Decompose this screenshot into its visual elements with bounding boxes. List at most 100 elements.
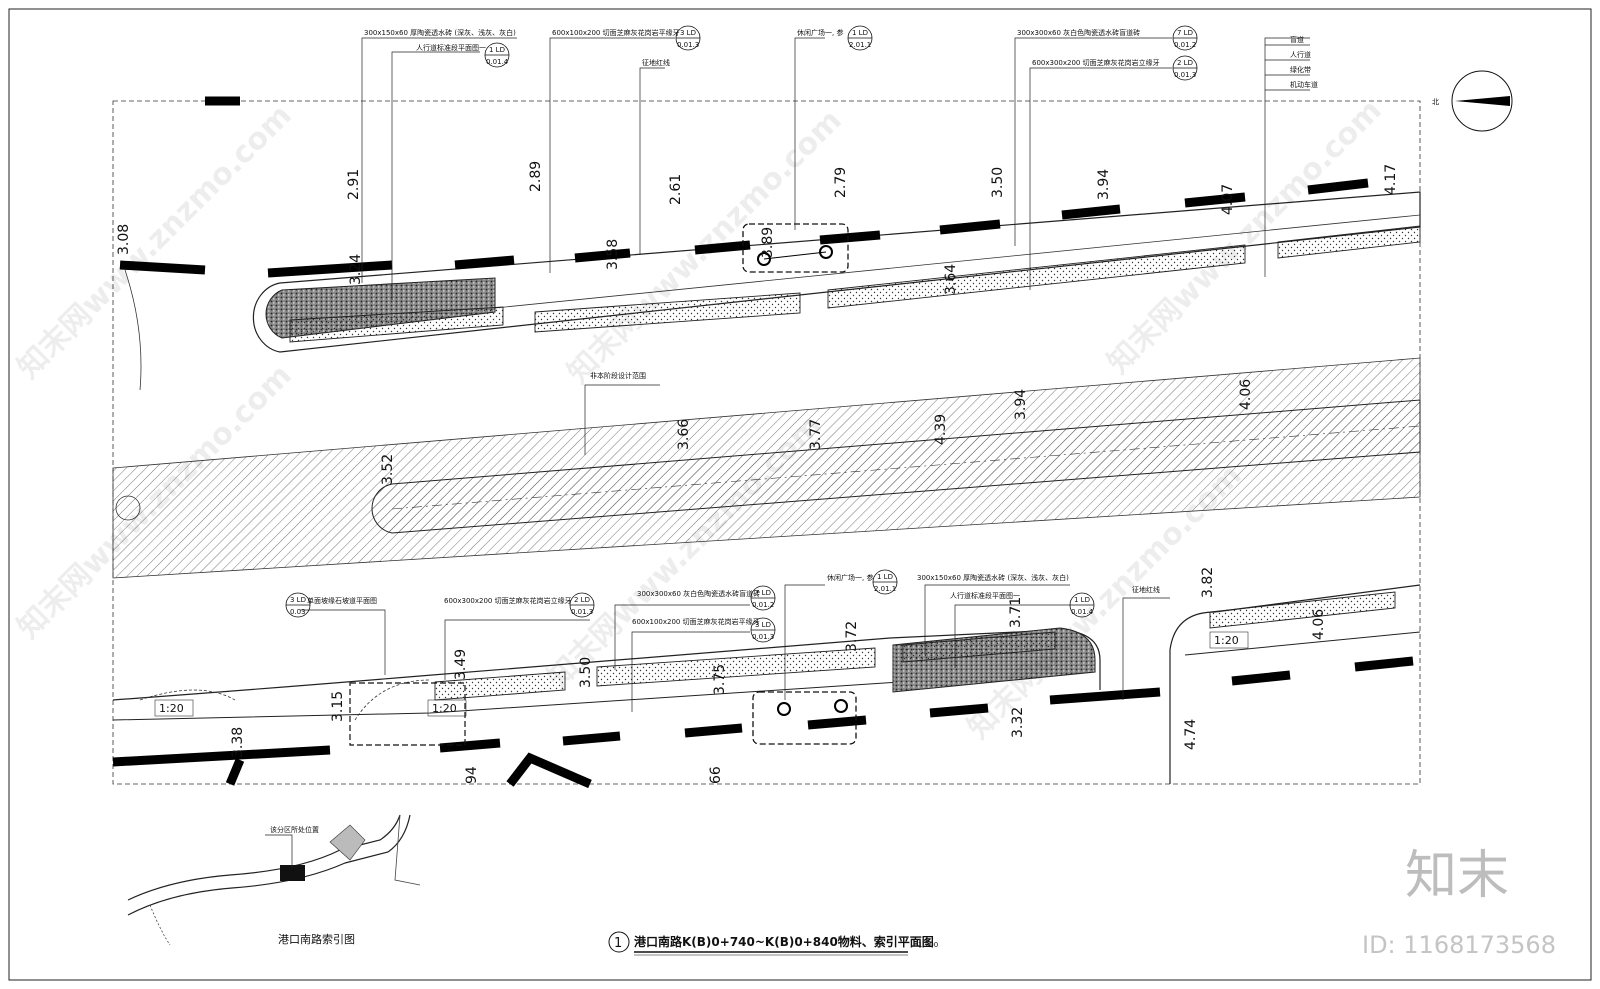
elevation-label: 3.50 (578, 657, 594, 688)
bottom-planting-4 (1209, 591, 1396, 629)
svg-text:0.01.3: 0.01.3 (571, 608, 593, 616)
key-plan-title: 港口南路索引图 (278, 932, 355, 946)
bottom-planting-2 (596, 647, 876, 687)
elevation-label: 4.39 (933, 414, 949, 445)
svg-text:0.01.3: 0.01.3 (1174, 71, 1196, 79)
legend-carriageway: 机动车道 (1290, 80, 1318, 89)
elevation-label: 3.94 (1013, 389, 1029, 420)
drawing-scale: 1:200 (918, 941, 938, 949)
bottom-ref-bubbles[interactable] (285, 569, 1095, 643)
top-planting-3 (827, 244, 1246, 309)
elevation-label: 3.72 (844, 621, 860, 652)
elevation-label: 3.71 (1008, 597, 1024, 628)
elevation-label: 2.61 (668, 174, 684, 205)
callout-red-line-bottom: 征地红线 (1132, 585, 1160, 594)
elevation-label: 3.58 (605, 239, 621, 270)
top-ref-bubbles[interactable] (484, 25, 1198, 81)
elevations-mid: 3.52 3.66 3.77 4.39 3.94 4.06 (380, 379, 1254, 485)
north-label: 北 (1432, 98, 1439, 106)
key-plan-location-label: 该分区所处位置 (270, 825, 319, 834)
tree-pit-icon (819, 245, 833, 259)
callout-plaza-top: 休闲广场一, 参 (797, 28, 843, 37)
drawing-title-block: 1 港口南路K(B)0+740~K(B)0+840物料、索引平面图 1:200 (608, 931, 938, 956)
title-number: 1 (614, 936, 622, 951)
callout-vertical-curb-top: 600x300x200 切面芝麻灰花岗岩立缘牙 (1032, 58, 1160, 67)
svg-text:0.01.4: 0.01.4 (1071, 608, 1094, 616)
key-plan-highlight (280, 865, 305, 881)
out-of-scope-label: 非本阶段设计范围 (590, 371, 646, 380)
elevation-label: 4.06 (1311, 609, 1327, 640)
elevation-label: 3.32 (1010, 707, 1026, 738)
bottom-leader-lines (300, 584, 1170, 712)
top-planting-4 (1277, 225, 1421, 259)
median-island (371, 399, 1421, 534)
legend-greenbelt: 绿化带 (1290, 65, 1311, 74)
brand-mark: 知末 (1405, 846, 1509, 906)
elevation-label: 94 (464, 766, 480, 784)
svg-text:0.01.2: 0.01.2 (752, 601, 774, 609)
elevation-label: 4.17 (1383, 164, 1399, 195)
svg-text:1 LD: 1 LD (489, 46, 505, 54)
layer-legend: 盲道 人行道 绿化带 机动车道 (1290, 35, 1318, 89)
plan-viewport (112, 96, 1421, 789)
elevations-bottom: 3.49 3.50 3.75 3.72 3.71 3.82 4.06 3.15 … (230, 567, 1327, 784)
elevation-label: 4.06 (1238, 379, 1254, 410)
bottom-building-edge (506, 752, 592, 789)
elevation-label: 3.82 (1200, 567, 1216, 598)
tree-pit-icon (757, 252, 771, 266)
elevations-top: 2.91 2.89 2.61 2.79 3.50 3.94 4.07 4.17 … (116, 161, 1399, 295)
svg-text:1 LD: 1 LD (877, 573, 893, 581)
elevation-label: 3.08 (116, 224, 132, 255)
curb-ramp-outline[interactable] (349, 682, 466, 746)
top-callouts: 300x150x60 厚陶瓷透水砖 (深灰、浅灰、灰白) 人行道标准段平面图一 … (364, 28, 1160, 67)
legend-sidewalk: 人行道 (1290, 50, 1311, 59)
drawing-title: 港口南路K(B)0+740~K(B)0+840物料、索引平面图 (634, 934, 934, 949)
slope-label: 1:20 (1214, 634, 1239, 647)
svg-text:0.03: 0.03 (290, 608, 306, 616)
callout-paving-bottom: 300x150x60 厚陶瓷透水砖 (深灰、浅灰、灰白) (917, 573, 1069, 582)
top-planting-1 (289, 306, 504, 343)
elevation-label: 3.89 (760, 227, 776, 258)
elevation-label: 3.77 (808, 419, 824, 450)
svg-text:2.01.1: 2.01.1 (874, 585, 896, 593)
bottom-callouts: 单面坡缘石坡道平面图 600x300x200 切面芝麻灰花岗岩立缘牙 300x3… (307, 573, 1160, 626)
elevation-label: 2.91 (346, 169, 362, 200)
callout-sidewalk-std-bottom: 人行道标准段平面图一 (950, 591, 1020, 600)
tree-pit-icon (777, 702, 791, 716)
elevation-label: 66 (708, 766, 724, 784)
bottom-leisure-plaza[interactable] (752, 691, 857, 745)
bottom-sidewalk (112, 629, 1101, 701)
callout-flat-curb-bottom: 600x100x200 切面芝麻灰花岗岩平缘牙 (632, 617, 760, 626)
sheet-frame (8, 8, 1592, 981)
north-arrow-icon: 北 (1432, 70, 1513, 132)
svg-text:知末网www.znzmo.com: 知末网www.znzmo.com (11, 98, 299, 386)
callout-flat-curb-top: 600x100x200 切面芝麻灰花岗岩平缘牙 (552, 28, 680, 37)
svg-text:1 LD: 1 LD (1074, 596, 1090, 604)
callout-paving-top: 300x150x60 厚陶瓷透水砖 (深灰、浅灰、灰白) (364, 28, 516, 37)
elevation-label: 2.89 (528, 161, 544, 192)
slope-label: 1:20 (159, 702, 184, 715)
elevation-label: 3.15 (330, 691, 346, 722)
svg-text:0.01.2: 0.01.2 (1174, 41, 1196, 49)
elevation-label: 3.50 (990, 167, 1006, 198)
top-lane-markings (119, 96, 1369, 278)
bottom-planting-1 (434, 671, 566, 701)
callout-red-line-top: 征地红线 (642, 58, 670, 67)
elevation-label: 2.79 (833, 167, 849, 198)
svg-text:3 LD: 3 LD (680, 29, 696, 37)
slope-labels: 1:20 1:20 1:20 (154, 631, 1249, 717)
svg-text:1 LD: 1 LD (852, 29, 868, 37)
callout-sidewalk-std-top: 人行道标准段平面图一 (416, 43, 486, 52)
bottom-planting-3 (902, 631, 1056, 663)
elevation-label: 3.49 (453, 649, 469, 680)
callout-curb-ramp: 单面坡缘石坡道平面图 (307, 596, 377, 605)
elevation-label: 3.75 (712, 664, 728, 695)
svg-text:0.01.3: 0.01.3 (752, 633, 774, 641)
svg-text:2 LD: 2 LD (574, 596, 590, 604)
top-leisure-plaza[interactable] (742, 223, 849, 273)
elevation-label: 3.24 (348, 254, 364, 285)
top-sidewalk (252, 191, 1421, 353)
top-leader-lines (361, 37, 1310, 455)
elevation-label: 4.74 (1183, 719, 1199, 750)
bottom-lane-markings (112, 656, 1414, 786)
